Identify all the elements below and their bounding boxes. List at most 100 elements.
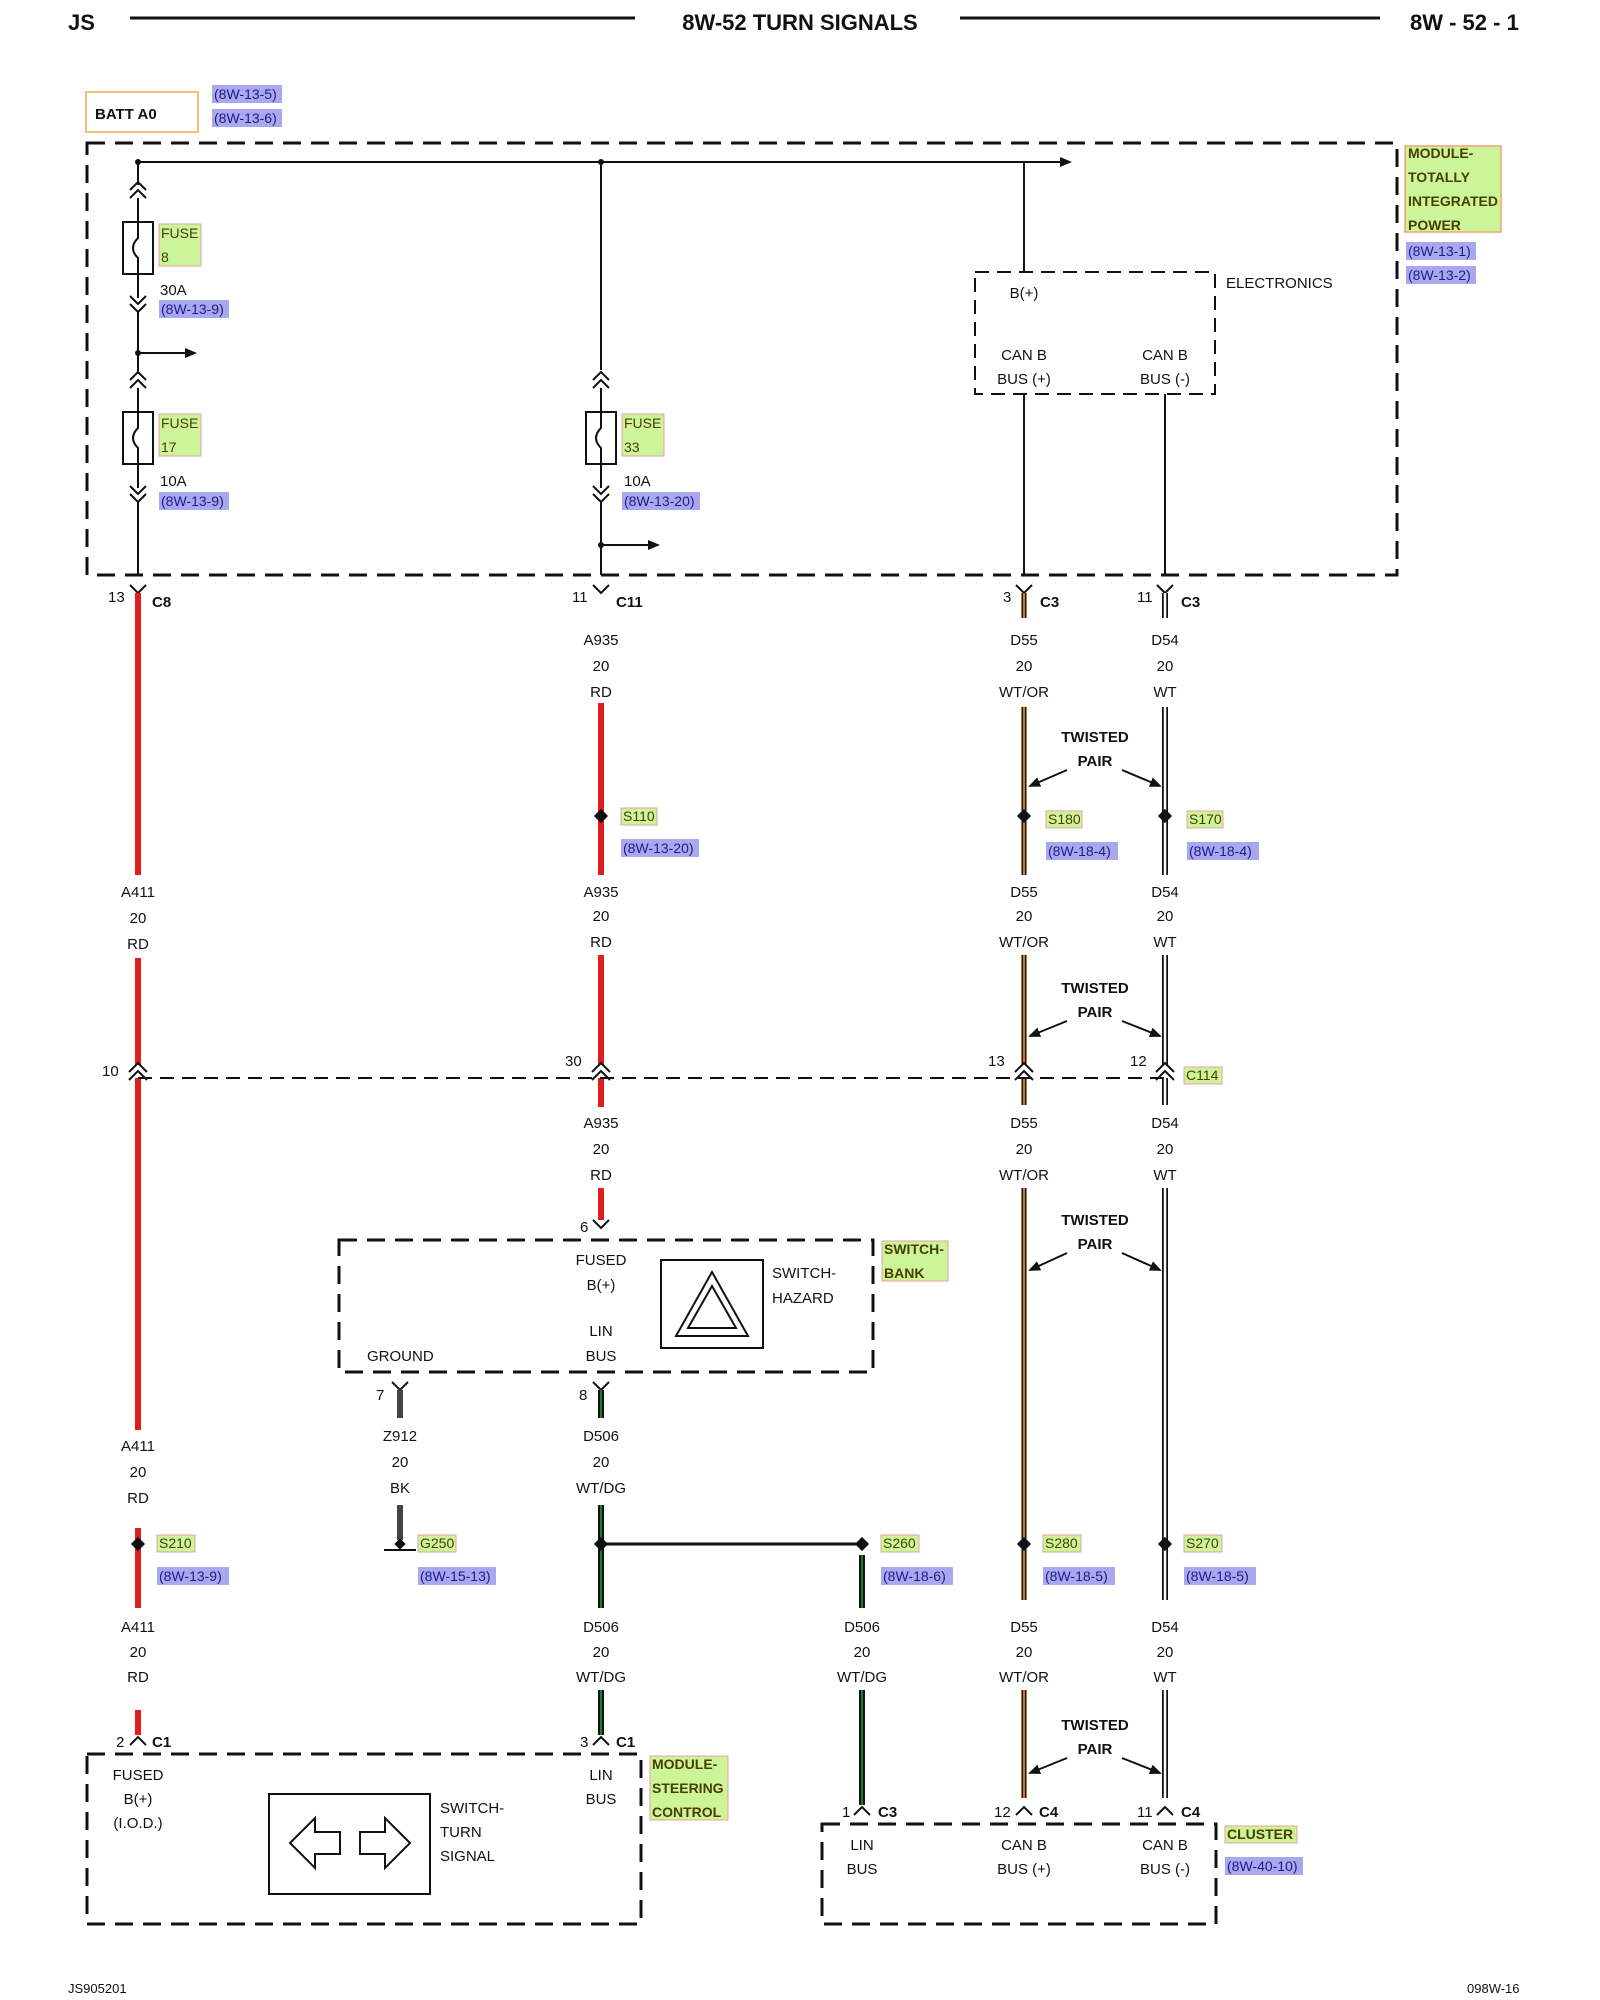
- a411-2-gauge: 20: [130, 1464, 147, 1481]
- tipm-name-4: POWER: [1408, 217, 1461, 233]
- c3a-pin: 3: [1003, 589, 1011, 606]
- d54-4-id: D54: [1151, 1619, 1179, 1636]
- c4b-name: C4: [1181, 1804, 1201, 1821]
- fuse-33-name: FUSE: [624, 415, 661, 431]
- cluster-canb-neg-1: CAN B: [1142, 1837, 1188, 1854]
- scm-fused-3: (I.O.D.): [113, 1815, 162, 1832]
- g250-ref[interactable]: (8W-15-13): [420, 1568, 491, 1584]
- d54-1-id: D54: [1151, 632, 1179, 649]
- steering-control-module: 2 C1 3 C1 MODULE- STEERING CONTROL FUSED…: [85, 1734, 729, 1926]
- sb-lin-2: BUS: [586, 1348, 617, 1365]
- d54-1-gauge: 20: [1157, 658, 1174, 675]
- fuse-17-name: FUSE: [161, 415, 198, 431]
- tp3-line2: PAIR: [1078, 1236, 1113, 1253]
- d54-2-color: WT: [1153, 934, 1176, 951]
- sb-hazard-2: HAZARD: [772, 1290, 834, 1307]
- fuse-17-ref[interactable]: (8W-13-9): [161, 493, 224, 509]
- d54-3-id: D54: [1151, 1115, 1179, 1132]
- fuse-33-ref[interactable]: (8W-13-20): [624, 493, 695, 509]
- splice-s210: S210 (8W-13-9): [130, 1534, 229, 1585]
- c8-pin: 13: [108, 589, 125, 606]
- twisted-pair-2: TWISTED PAIR: [1028, 980, 1162, 1037]
- s260-ref[interactable]: (8W-18-6): [883, 1568, 946, 1584]
- c8-name: C8: [152, 594, 171, 611]
- fuse-33-rating: 10A: [624, 473, 651, 490]
- sb-name-1: SWITCH-: [884, 1241, 944, 1257]
- d55-2-gauge: 20: [1016, 908, 1033, 925]
- c1b-name: C1: [616, 1734, 635, 1751]
- d55-4-id: D55: [1010, 1619, 1038, 1636]
- scm-lin-2: BUS: [586, 1791, 617, 1808]
- batt-ref-2[interactable]: (8W-13-6): [214, 110, 277, 126]
- tp3-line1: TWISTED: [1061, 1212, 1129, 1229]
- electronics-bplus: B(+): [1010, 285, 1039, 302]
- d55-3-gauge: 20: [1016, 1141, 1033, 1158]
- c4b-pin: 11: [1137, 1804, 1153, 1821]
- d54-3-gauge: 20: [1157, 1141, 1174, 1158]
- tp4-line1: TWISTED: [1061, 1717, 1129, 1734]
- fuse-17: [122, 411, 154, 465]
- electronics-label: ELECTRONICS: [1226, 275, 1333, 292]
- cluster-name: CLUSTER: [1227, 1826, 1293, 1842]
- a411-3-gauge: 20: [130, 1644, 147, 1661]
- s210-ref[interactable]: (8W-13-9): [159, 1568, 222, 1584]
- s260-name: S260: [883, 1535, 916, 1551]
- cluster-ref[interactable]: (8W-40-10): [1227, 1858, 1298, 1874]
- a935-2-color: RD: [590, 934, 612, 951]
- fuse-8-ref[interactable]: (8W-13-9): [161, 301, 224, 317]
- s180-ref[interactable]: (8W-18-4): [1048, 843, 1111, 859]
- fuse-33: [585, 411, 617, 465]
- c4a-pin: 12: [994, 1804, 1011, 1821]
- d55-2-id: D55: [1010, 884, 1038, 901]
- splice-s110: S110 (8W-13-20): [593, 807, 699, 857]
- tipm-module: MODULE- TOTALLY INTEGRATED POWER (8W-13-…: [85, 141, 1502, 577]
- instrument-cluster: 1 C3 12 C4 11 C4 CLUSTER (8W-40-10) LIN …: [820, 1804, 1303, 1926]
- s180-name: S180: [1048, 811, 1081, 827]
- tipm-ref-2[interactable]: (8W-13-2): [1408, 267, 1471, 283]
- c114-pin-3: 13: [988, 1053, 1005, 1070]
- d506-3-id: D506: [844, 1619, 880, 1636]
- a935-1-color: RD: [590, 684, 612, 701]
- d55-3-id: D55: [1010, 1115, 1038, 1132]
- c114-pin-1: 10: [102, 1063, 119, 1080]
- c4a-name: C4: [1039, 1804, 1059, 1821]
- a935-2-id: A935: [583, 884, 618, 901]
- d54-3-color: WT: [1153, 1167, 1176, 1184]
- d54-2-gauge: 20: [1157, 908, 1174, 925]
- header-right: 8W - 52 - 1: [1410, 10, 1519, 35]
- a935-1-gauge: 20: [593, 658, 610, 675]
- scm-lin-1: LIN: [589, 1767, 612, 1784]
- s270-ref[interactable]: (8W-18-5): [1186, 1568, 1249, 1584]
- a411-1-gauge: 20: [130, 910, 147, 927]
- c3c-name: C3: [878, 1804, 897, 1821]
- sb-lin-1: LIN: [589, 1323, 612, 1340]
- batt-ref-1[interactable]: (8W-13-5): [214, 86, 277, 102]
- s210-name: S210: [159, 1535, 192, 1551]
- batt-a0: BATT A0 (8W-13-5) (8W-13-6): [85, 85, 282, 133]
- z912-gauge: 20: [392, 1454, 409, 1471]
- fuse-8-rating: 30A: [160, 282, 187, 299]
- d55-4-color: WT/OR: [999, 1669, 1049, 1686]
- a411-2-id: A411: [121, 1438, 155, 1455]
- d54-4-color: WT: [1153, 1669, 1176, 1686]
- a935-3-color: RD: [590, 1167, 612, 1184]
- d55-4-gauge: 20: [1016, 1644, 1033, 1661]
- s170-ref[interactable]: (8W-18-4): [1189, 843, 1252, 859]
- connector-c114: 10 30 13 12 C114: [102, 1053, 1223, 1085]
- scm-fused-2: B(+): [124, 1791, 153, 1808]
- scm-turn-1: SWITCH-: [440, 1800, 504, 1817]
- tipm-ref-1[interactable]: (8W-13-1): [1408, 243, 1471, 259]
- switch-bank: 6 SWITCH- BANK FUSED B(+) SWITCH- HAZARD…: [337, 1219, 949, 1374]
- s280-name: S280: [1045, 1535, 1078, 1551]
- sb-name-2: BANK: [884, 1265, 924, 1281]
- d506-1-gauge: 20: [593, 1454, 610, 1471]
- s280-ref[interactable]: (8W-18-5): [1045, 1568, 1108, 1584]
- header-left: JS: [68, 10, 95, 35]
- scm-turn-3: SIGNAL: [440, 1848, 495, 1865]
- s110-ref[interactable]: (8W-13-20): [623, 840, 694, 856]
- d55-1-gauge: 20: [1016, 658, 1033, 675]
- page-header: JS 8W-52 TURN SIGNALS 8W - 52 - 1: [68, 10, 1519, 35]
- canb-pos-2: BUS (+): [997, 371, 1051, 388]
- scm-turn-2: TURN: [440, 1824, 482, 1841]
